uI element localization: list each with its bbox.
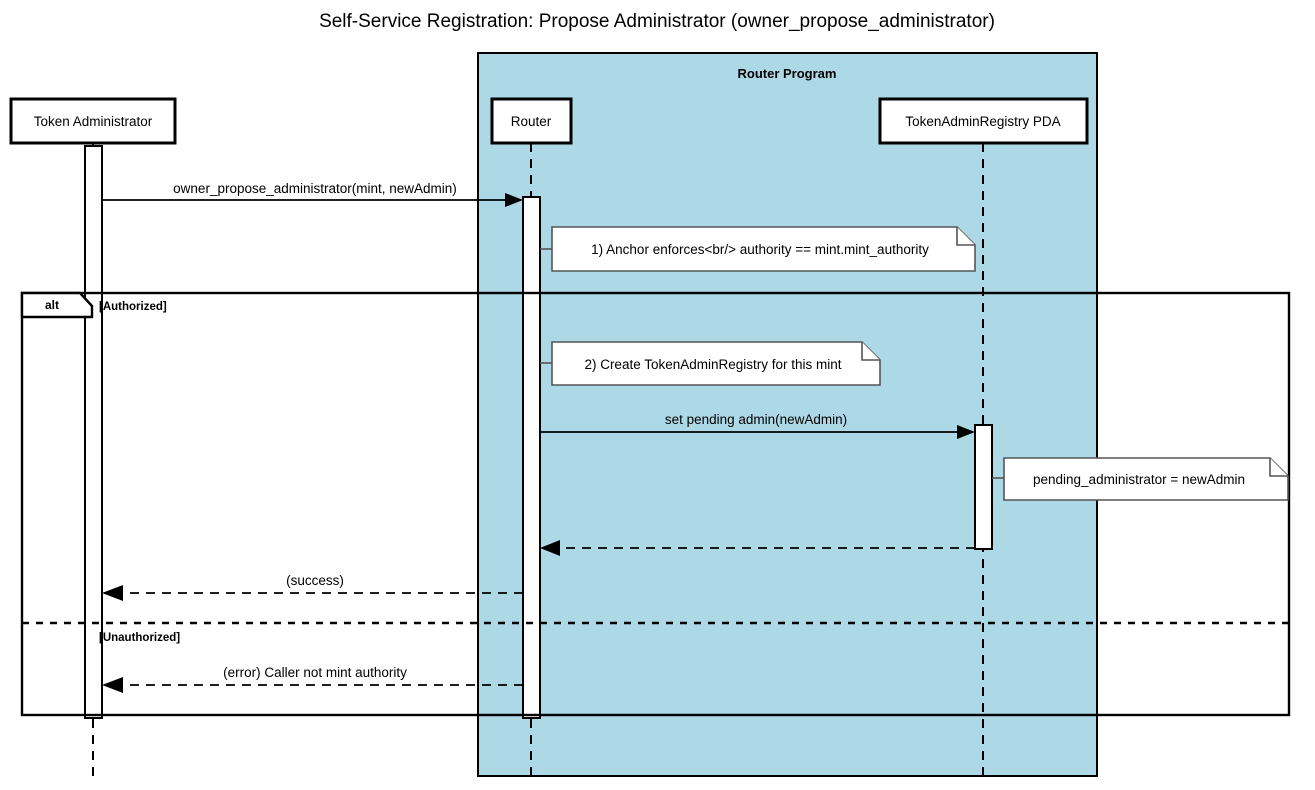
message-error: (error) Caller not mint authority [102, 665, 523, 693]
fragment-frame-alt [20, 291, 1291, 717]
note-fold-anchor-enforces [956, 227, 975, 246]
activation-bar-router [522, 196, 541, 719]
note-body-pending-administrator [1003, 457, 1289, 501]
group-label-router-program: Router Program [738, 66, 837, 81]
note-create-registry: 2) Create TokenAdminRegistry for this mi… [540, 341, 881, 386]
activation-bar-token-admin-registry-pda [974, 424, 993, 550]
participant-token-admin-registry-pda[interactable]: TokenAdminRegistry PDA [878, 97, 1089, 145]
message-label-error: (error) Caller not mint authority [223, 665, 407, 680]
activation-bar-token-administrator [84, 145, 103, 719]
participant-label-token-administrator: Token Administrator [34, 114, 153, 129]
message-arrowhead-pda-return [540, 540, 560, 556]
note-body-anchor-enforces [551, 226, 976, 272]
message-arrowhead-owner-propose-administrator [505, 193, 523, 207]
participant-token-administrator[interactable]: Token Administrator [9, 97, 177, 145]
message-owner-propose-administrator: owner_propose_administrator(mint, newAdm… [102, 181, 523, 207]
participant-router[interactable]: Router [490, 97, 573, 145]
note-anchor-enforces: 1) Anchor enforces<br/> authority == min… [540, 226, 976, 272]
participant-box-token-administrator[interactable] [9, 97, 177, 145]
message-arrowhead-error [102, 677, 123, 693]
message-label-set-pending-admin: set pending admin(newAdmin) [665, 412, 847, 427]
note-pending-administrator: pending_administrator = newAdmin [992, 457, 1289, 501]
message-set-pending-admin: set pending admin(newAdmin) [540, 412, 975, 439]
message-label-success: (success) [286, 573, 344, 588]
note-text-create-registry: 2) Create TokenAdminRegistry for this mi… [584, 357, 841, 372]
message-success: (success) [102, 573, 523, 601]
message-arrowhead-success [102, 585, 123, 601]
participant-box-router[interactable] [490, 97, 573, 145]
note-fold-pending-administrator [1269, 458, 1288, 477]
note-fold-create-registry [861, 342, 880, 361]
group-box-router-program [477, 52, 1098, 777]
note-body-create-registry [551, 341, 881, 386]
message-arrowhead-set-pending-admin [957, 425, 975, 439]
fragment-operator-box [20, 291, 94, 319]
participant-label-token-admin-registry-pda: TokenAdminRegistry PDA [905, 114, 1060, 129]
message-pda-return [540, 540, 975, 556]
fragment-condition-unauthorized: [Unauthorized] [99, 632, 180, 644]
message-label-owner-propose-administrator: owner_propose_administrator(mint, newAdm… [173, 181, 457, 196]
fragment-condition-authorized: [Authorized] [99, 301, 167, 313]
fragment-operator-label: alt [45, 298, 59, 312]
participant-label-router: Router [511, 114, 552, 129]
note-text-anchor-enforces: 1) Anchor enforces<br/> authority == min… [591, 242, 929, 257]
page-title: Self-Service Registration: Propose Admin… [319, 11, 995, 32]
note-text-pending-administrator: pending_administrator = newAdmin [1033, 472, 1245, 487]
participant-box-token-admin-registry-pda[interactable] [878, 97, 1089, 145]
